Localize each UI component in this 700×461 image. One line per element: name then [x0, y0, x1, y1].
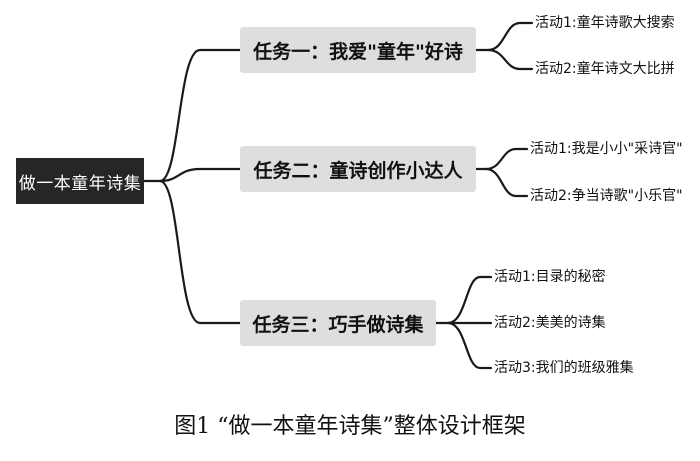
root-node: 做一本童年诗集: [16, 158, 144, 204]
activity-2-1: 活动1:我是小小"采诗官": [530, 141, 683, 157]
task-node-1: 任务一：我爱"童年"好诗: [240, 27, 476, 73]
connector-task-2-activity-1: [474, 147, 529, 171]
connector-task-3-activity-1: [434, 275, 493, 325]
activity-1-1: 活动1:童年诗歌大搜索: [535, 15, 675, 31]
activity-2-2: 活动2:争当诗歌"小乐官": [530, 188, 683, 204]
figure-caption: 图1 “做一本童年诗集”整体设计框架: [174, 414, 526, 439]
task-node-2-label: 任务二：童诗创作小达人: [253, 159, 463, 182]
connector-task-1-activity-1: [474, 21, 534, 52]
task-node-2: 任务二：童诗创作小达人: [240, 146, 476, 192]
connector-task-1-activity-2: [486, 48, 534, 71]
activity-3-1: 活动1:目录的秘密: [494, 269, 606, 285]
connector-root-task-1: [142, 48, 242, 183]
root-node-label: 做一本童年诗集: [18, 173, 142, 194]
activity-3-2: 活动2:美美的诗集: [494, 315, 606, 331]
connector-root-task-3: [158, 179, 242, 325]
connector-task-3-activity-3: [446, 321, 493, 370]
connector-root-task-2: [158, 167, 242, 183]
task-node-1-label: 任务一：我爱"童年"好诗: [253, 40, 463, 63]
connector-task-2-activity-2: [484, 167, 529, 198]
task-node-3-label: 任务三：巧手做诗集: [252, 313, 424, 336]
activity-1-2: 活动2:童年诗文大比拼: [535, 61, 675, 77]
task-node-3: 任务三：巧手做诗集: [240, 300, 436, 346]
activity-3-3: 活动3:我们的班级雅集: [494, 360, 634, 376]
